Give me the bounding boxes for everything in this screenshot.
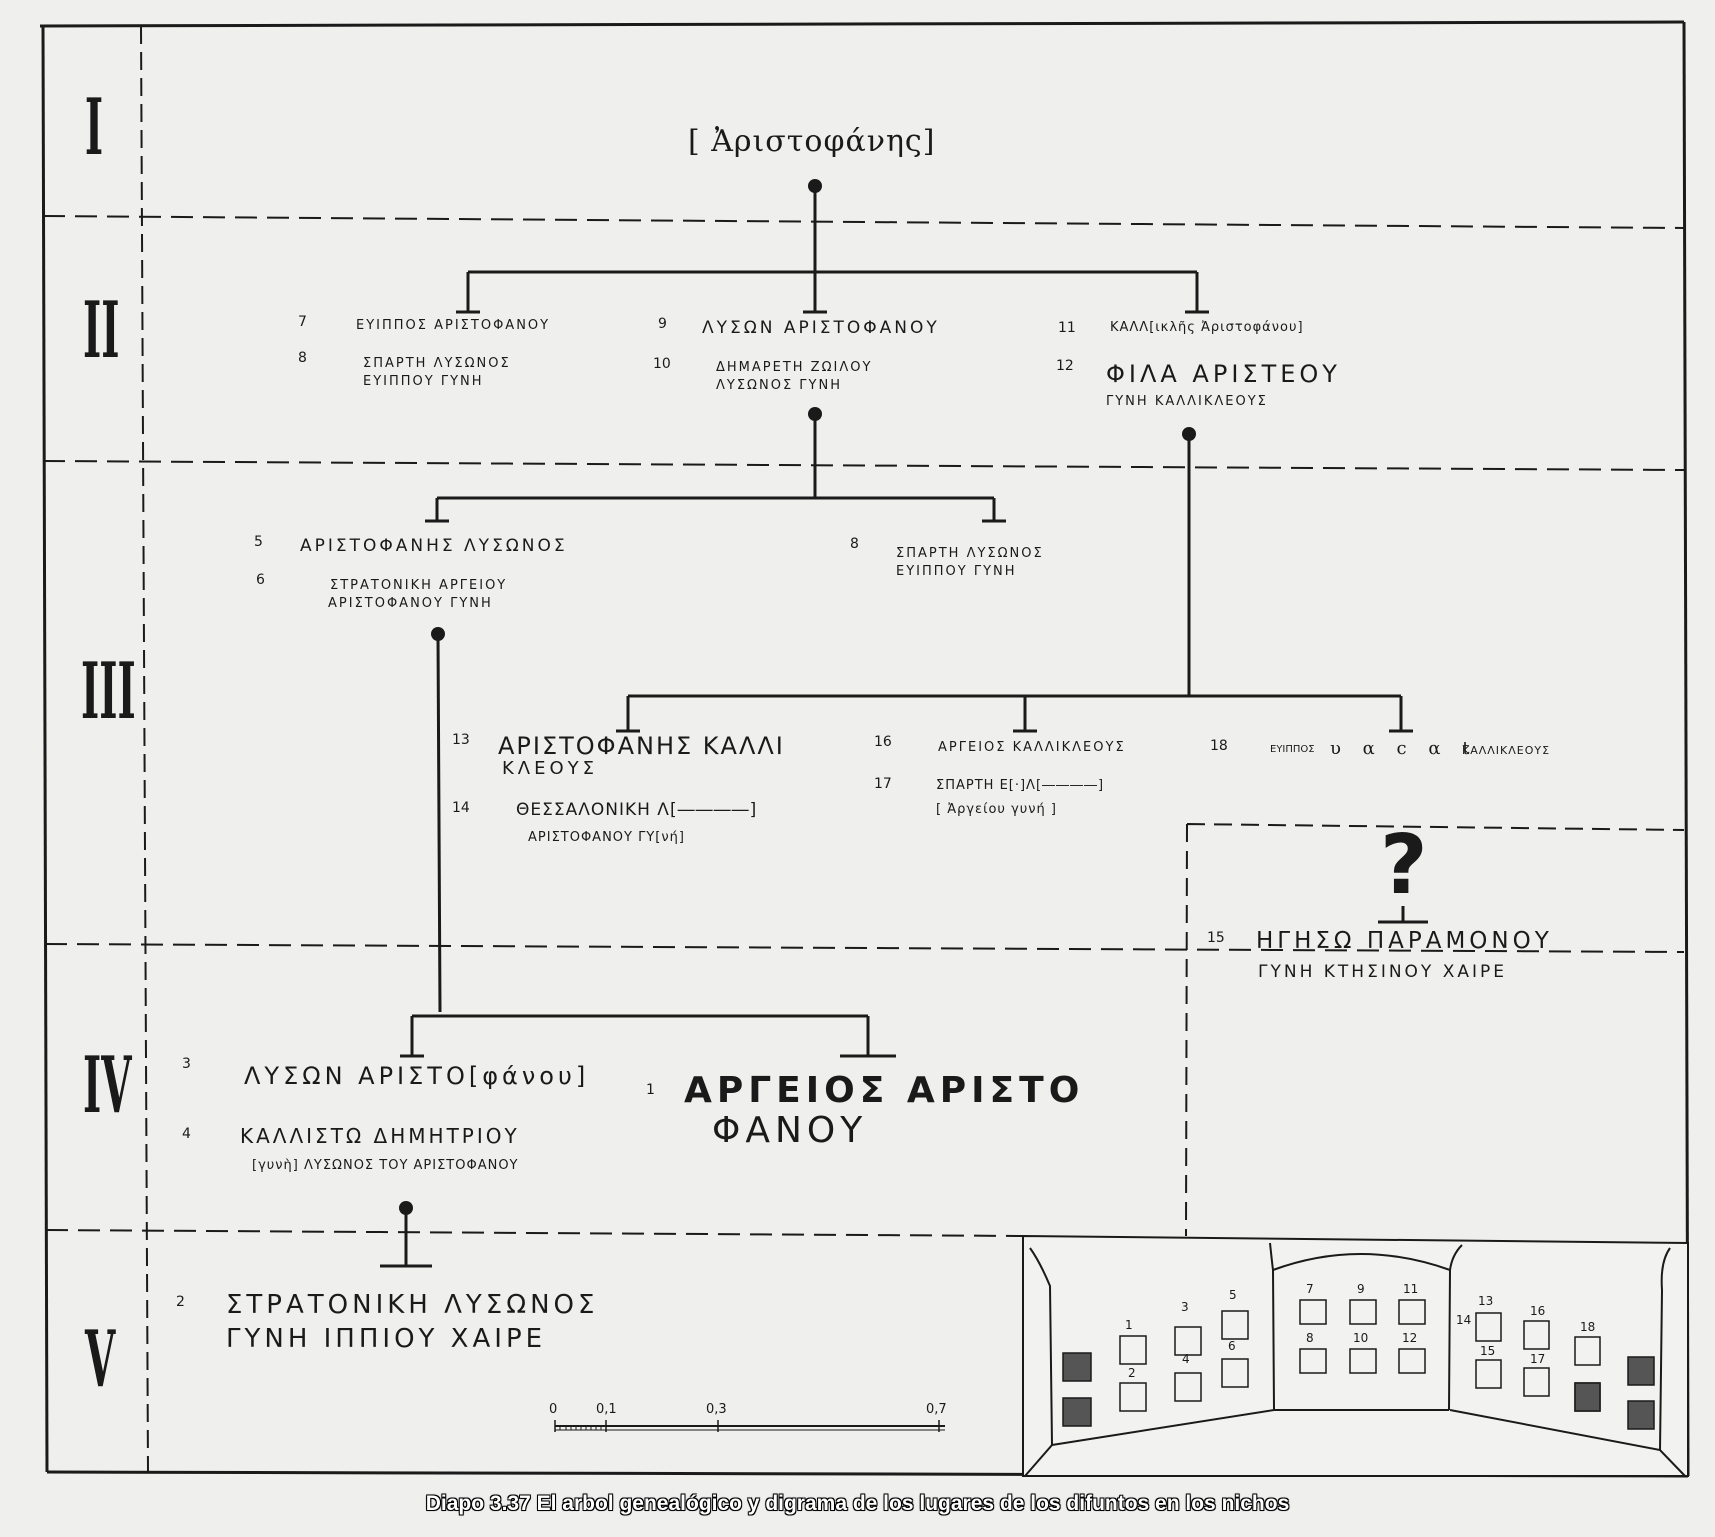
niche-number: 18 (1580, 1320, 1596, 1334)
entry-8-line1: ΣΠΑΡΤΗ ΛΥΣΩΝΟΣ (363, 356, 511, 371)
entry-7-text: ΕΥΙΠΠΟΣ ΑΡΙΣΤΟΦΑΝΟΥ (356, 318, 551, 333)
niche-number: 11 (1403, 1282, 1419, 1296)
row-divider-4 (45, 1229, 1026, 1237)
niche-number: 6 (1228, 1339, 1236, 1353)
hatched-niches (1062, 1352, 1655, 1430)
entry-11-text: ΚΑΛΛ[ικλῆς Ἀριστοφάνου] (1110, 320, 1304, 335)
niche-number: 5 (1229, 1288, 1237, 1302)
entry-18-suffix: ΚΑΛΛΙΚΛΕΟΥΣ (1462, 744, 1551, 757)
entry-16-number: 16 (874, 734, 892, 750)
frame-right (1682, 21, 1690, 1477)
row-label-iv: IV (83, 1040, 132, 1131)
entry-3-number: 3 (182, 1056, 191, 1072)
niche-number: 16 (1530, 1304, 1546, 1318)
niche-number: 2 (1128, 1366, 1136, 1380)
scale-bar (554, 1420, 945, 1432)
entry-15-line2: ΓΥΝΗ ΚΤΗΣΙΝΟΥ ΧΑΙΡΕ (1258, 962, 1507, 982)
row-divider-3 (44, 943, 1685, 953)
entry-18-vacat: υ α c α t (1330, 738, 1478, 759)
entry-14-line2: ΑΡΙΣΤΟΦΑΝΟΥ ΓΥ[νή] (528, 830, 685, 845)
entry-2-number: 2 (176, 1294, 185, 1310)
niche-number: 15 (1480, 1344, 1496, 1358)
entry-4-line2: [γυνὴ] ΛΥΣΩΝΟΣ ΤΟΥ ΑΡΙΣΤΟΦΑΝΟΥ (252, 1158, 519, 1173)
niche-number: 9 (1357, 1282, 1365, 1296)
niche-number: 14 (1456, 1313, 1472, 1327)
entry-13-line1: ΑΡΙΣΤΟΦΑΝΗΣ ΚΑΛΛΙ (498, 732, 785, 760)
frame-left (41, 25, 49, 1473)
entry-2-line2: ΓΥΝΗ ΙΠΠΙΟΥ ΧΑΙΡΕ (226, 1324, 547, 1354)
entry-6-line2: ΑΡΙΣΤΟΦΑΝΟΥ ΓΥΝΗ (328, 596, 493, 611)
row-label-iii: III (81, 646, 136, 737)
niche-number: 13 (1478, 1294, 1494, 1308)
niche-number: 7 (1306, 1282, 1314, 1296)
entry-15-number: 15 (1207, 930, 1225, 946)
row-label-i: I (84, 82, 104, 173)
scale-label-0: 0 (549, 1402, 558, 1417)
niche-number: 10 (1353, 1331, 1369, 1345)
entry-18-prefix: ΕΥΙΠΠΟΣ (1270, 744, 1315, 755)
niche-number: 17 (1530, 1352, 1546, 1366)
entry-8b-line2: ΕΥΙΠΠΟΥ ΓΥΝΗ (896, 564, 1017, 579)
entry-12-line1: ΦΙΛΑ ΑΡΙΣΤΕΟΥ (1106, 360, 1341, 388)
entry-18-number: 18 (1210, 738, 1228, 754)
entry-10-line2: ΛΥΣΩΝΟΣ ΓΥΝΗ (716, 378, 842, 393)
entry-13-line2: ΚΛΕΟΥΣ (502, 758, 599, 779)
entry-14-line1: ΘΕΣΣΑΛΟΝΙΚΗ Λ[――――] (516, 800, 758, 820)
entry-17-number: 17 (874, 776, 892, 792)
entry-15-line1: ΗΓΗΣΩ ΠΑΡΑΜΟΝΟΥ (1256, 928, 1553, 954)
root-aristophanes: [ Ἀριστοφάνης] (688, 124, 936, 159)
caption: Diapo 3.37 El arbol genealógico y digram… (425, 1492, 1290, 1515)
entry-16-text: ΑΡΓΕΙΟΣ ΚΑΛΛΙΚΛΕΟΥΣ (938, 740, 1126, 755)
entry-15-box (1185, 823, 1685, 1237)
entry-7-number: 7 (298, 314, 307, 330)
entry-8-number: 8 (298, 350, 307, 366)
entry-9-number: 9 (658, 316, 667, 332)
entry-10-line1: ΔΗΜΑΡΕΤΗ ΖΩΙΛΟΥ (716, 360, 873, 375)
entry-17-line1: ΣΠΑΡΤΗ Ε[·]Λ[――――] (936, 778, 1105, 793)
entry-1-line1: ΑΡΓΕΙΟΣ ΑΡΙΣΤΟ (684, 1070, 1085, 1111)
row-divider-1 (42, 215, 1685, 229)
scale-label-0-3: 0,3 (706, 1402, 727, 1417)
niche-number: 8 (1306, 1331, 1314, 1345)
entry-1-line2: ΦΑΝΟΥ (712, 1110, 868, 1151)
entry-4-line1: ΚΑΛΛΙΣΤΩ ΔΗΜΗΤΡΙΟΥ (240, 1124, 520, 1148)
entry-2-line1: ΣΤΡΑΤΟΝΙΚΗ ΛΥΣΩΝΟΣ (226, 1290, 599, 1320)
entry-3-text: ΛΥΣΩΝ ΑΡΙΣΤΟ[φάνου] (244, 1062, 590, 1090)
entry-8b-number: 8 (850, 536, 859, 552)
entry-12-line2: ΓΥΝΗ ΚΑΛΛΙΚΛΕΟΥΣ (1106, 394, 1268, 409)
scale-label-0-1: 0,1 (596, 1402, 617, 1417)
niche-number: 3 (1181, 1300, 1189, 1314)
entry-6-number: 6 (256, 572, 265, 588)
frame-top (39, 20, 1685, 28)
entry-13-number: 13 (452, 732, 470, 748)
entry-12-number: 12 (1056, 358, 1074, 374)
row-label-v: V (85, 1314, 116, 1405)
entry-10-number: 10 (653, 356, 671, 372)
entry-11-number: 11 (1058, 320, 1076, 336)
entry-1-number: 1 (646, 1082, 655, 1098)
row-label-ii: II (83, 285, 120, 376)
scale-label-0-7: 0,7 (926, 1402, 947, 1417)
niche-diagram (1022, 1234, 1689, 1477)
niche-number: 1 (1125, 1318, 1133, 1332)
entry-9-text: ΛΥΣΩΝ ΑΡΙΣΤΟΦΑΝΟΥ (702, 318, 940, 338)
entry-6-line1: ΣΤΡΑΤΟΝΙΚΗ ΑΡΓΕΙΟΥ (330, 578, 508, 593)
entry-8-line2: ΕΥΙΠΠΟΥ ΓΥΝΗ (363, 374, 484, 389)
niche-number: 4 (1182, 1352, 1190, 1366)
entry-17-line2: [ Ἀργείου γυνή ] (936, 802, 1057, 817)
niche-number: 12 (1402, 1331, 1418, 1345)
row-label-divider (140, 25, 149, 1473)
entry-8b-line1: ΣΠΑΡΤΗ ΛΥΣΩΝΟΣ (896, 546, 1044, 561)
entry-5-text: ΑΡΙΣΤΟΦΑΝΗΣ ΛΥΣΩΝΟΣ (300, 536, 568, 556)
entry-14-number: 14 (452, 800, 470, 816)
entry-5-number: 5 (254, 534, 263, 550)
entry-4-number: 4 (182, 1126, 191, 1142)
question-mark: ? (1380, 818, 1428, 913)
row-divider-2 (42, 460, 1685, 471)
